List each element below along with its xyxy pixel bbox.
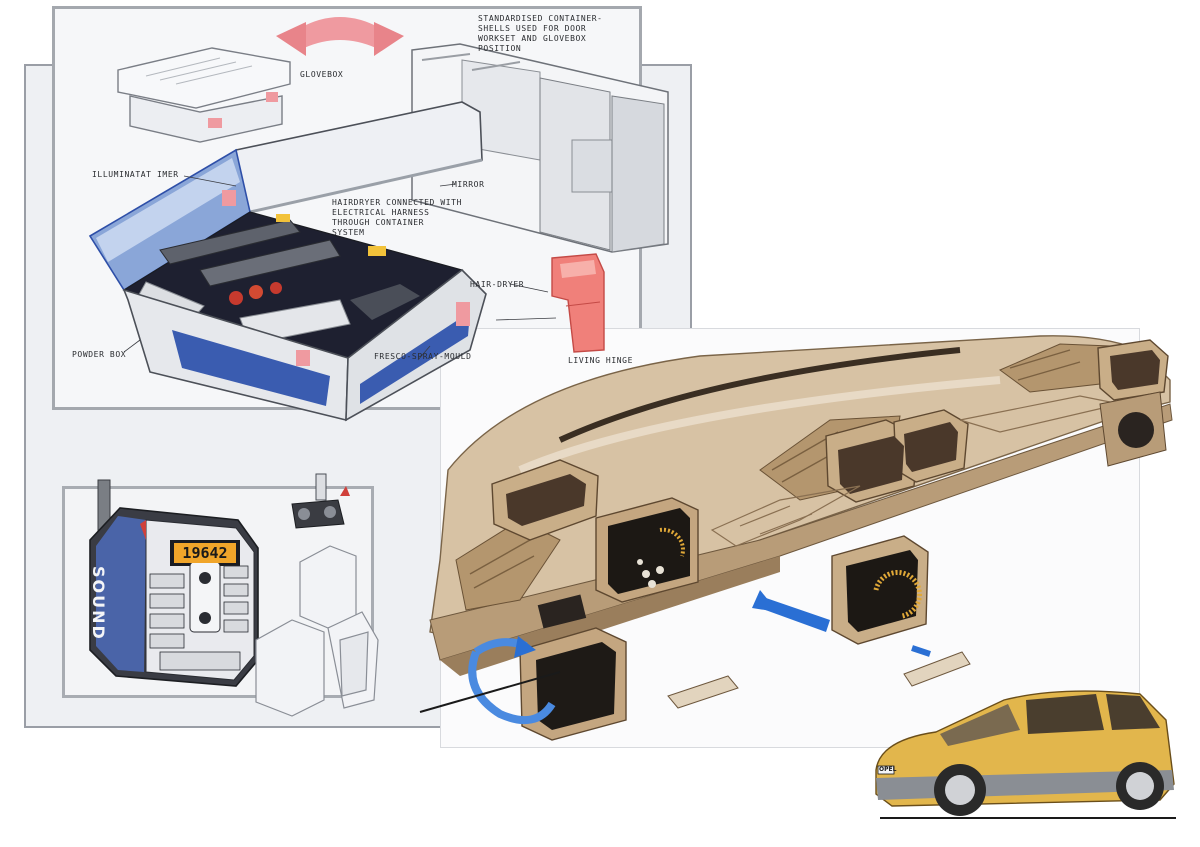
dashboard — [419, 335, 1173, 741]
twist-arrow-icon — [468, 636, 556, 724]
label-fresco-mould: FRESCO-SPRAY-MOULD — [374, 352, 472, 361]
radio-display: 19642 — [174, 543, 236, 563]
speaker-clip — [291, 473, 350, 529]
label-mirror: MIRROR — [452, 180, 485, 189]
label-living-hinge: LIVING HINGE — [568, 356, 633, 365]
container-shells — [411, 43, 669, 253]
storage-tray — [117, 47, 291, 143]
leader-lines — [123, 175, 557, 361]
glovebox-open — [88, 101, 487, 422]
label-illuminated: ILLUMINATAT IMER — [92, 170, 179, 179]
radio-sketch — [255, 545, 379, 717]
label-powder-box: POWDER BOX — [72, 350, 127, 359]
rotate-arrow-icon — [276, 17, 404, 56]
car-plate: OPEL — [879, 766, 897, 773]
label-hairdryer: HAIR-DRYER — [470, 280, 525, 289]
hairdryer — [551, 253, 605, 353]
label-standardised-shells: STANDARDISED CONTAINER- SHELLS USED FOR … — [478, 14, 603, 53]
radio-unit — [89, 479, 259, 687]
label-glovebox: GLOVEBOX — [300, 70, 344, 79]
label-hairdryer-connected: HAIRDRYER CONNECTED WITH ELECTRICAL HARN… — [332, 198, 462, 237]
car-illustration — [875, 690, 1176, 819]
insert-arrow-icon — [752, 590, 931, 657]
radio-brand-label: SOUND — [89, 566, 108, 641]
